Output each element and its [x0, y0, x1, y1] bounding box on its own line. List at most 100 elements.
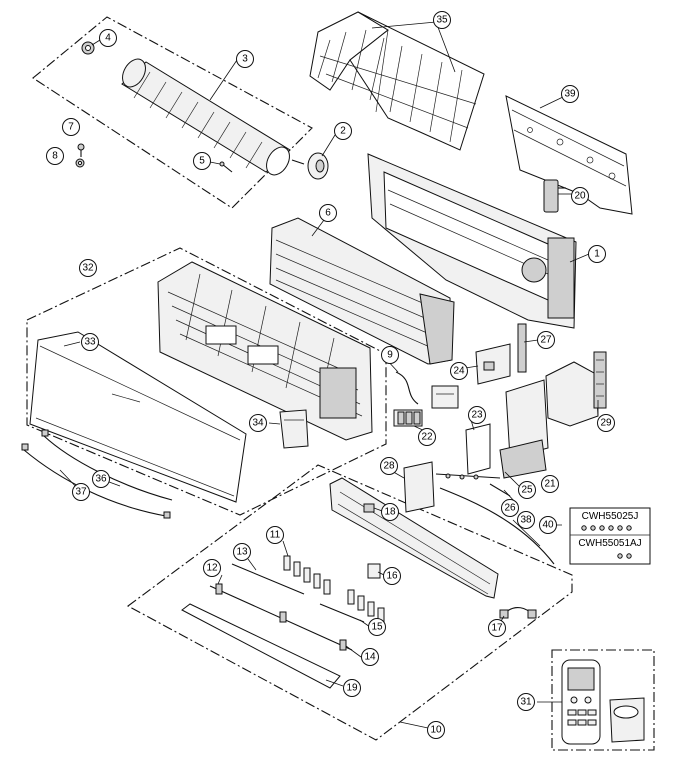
callout-23: 23 — [468, 406, 486, 424]
callout-20: 20 — [571, 187, 589, 205]
motor-lead — [499, 606, 537, 619]
svg-text:33: 33 — [84, 337, 96, 348]
callout-28: 28 — [380, 457, 398, 475]
accessory-code-b: CWH55051AJ — [578, 538, 641, 549]
svg-text:25: 25 — [521, 485, 533, 496]
screw-icons-row-b — [617, 553, 632, 559]
remote-holder — [609, 697, 645, 743]
svg-text:38: 38 — [520, 515, 532, 526]
svg-text:5: 5 — [199, 156, 205, 167]
svg-text:17: 17 — [491, 623, 503, 634]
callout-6: 6 — [319, 204, 337, 222]
svg-text:23: 23 — [471, 410, 483, 421]
group-outline-fan — [32, 16, 313, 209]
svg-text:21: 21 — [544, 479, 556, 490]
plate-terminal — [593, 351, 607, 409]
svg-text:34: 34 — [252, 418, 264, 429]
sensor-holder — [517, 323, 527, 373]
callout-34: 34 — [249, 414, 267, 432]
front-chassis-assembly — [157, 261, 373, 441]
callout-39: 39 — [561, 85, 579, 103]
heat-exchanger — [269, 217, 455, 365]
bracket-small — [431, 385, 459, 409]
callout-21: 21 — [541, 475, 559, 493]
callout-19: 19 — [343, 679, 361, 697]
callout-26: 26 — [501, 499, 519, 517]
mounting-plate — [403, 461, 435, 513]
svg-text:13: 13 — [236, 547, 248, 558]
callout-4: 4 — [99, 29, 117, 47]
remote-control — [561, 659, 601, 745]
callout-7: 7 — [62, 118, 80, 136]
callout-2: 2 — [334, 122, 352, 140]
group-outline-front-panel — [26, 247, 387, 516]
fan-motor — [291, 152, 329, 180]
callout-38: 38 — [517, 511, 535, 529]
svg-text:31: 31 — [520, 697, 532, 708]
vane-link-rod — [231, 563, 305, 595]
front-panel — [29, 331, 247, 503]
control-board — [499, 379, 549, 479]
control-board-cover — [465, 423, 491, 475]
svg-text:32: 32 — [82, 263, 94, 274]
svg-text:20: 20 — [574, 191, 586, 202]
main-chassis — [367, 153, 577, 329]
callout-31: 31 — [517, 693, 535, 711]
callout-5: 5 — [193, 152, 211, 170]
vane-shaft-assembly — [209, 583, 353, 651]
vertical-vane-group-b — [347, 589, 385, 623]
drain-hose — [439, 487, 555, 565]
svg-text:10: 10 — [430, 725, 442, 736]
svg-text:2: 2 — [340, 126, 346, 137]
callout-22: 22 — [418, 428, 436, 446]
callout-3: 3 — [236, 50, 254, 68]
callout-40: 40 — [539, 516, 557, 534]
svg-text:18: 18 — [384, 507, 396, 518]
callout-18: 18 — [381, 503, 399, 521]
callout-32: 32 — [79, 259, 97, 277]
svg-text:1: 1 — [594, 249, 600, 260]
callout-14: 14 — [361, 648, 379, 666]
callout-24: 24 — [450, 362, 468, 380]
svg-text:22: 22 — [421, 432, 433, 443]
svg-text:37: 37 — [75, 487, 87, 498]
group-outline-remote — [551, 649, 655, 751]
washer-nut — [75, 158, 85, 168]
svg-text:26: 26 — [504, 503, 516, 514]
terminal-cover — [279, 409, 309, 449]
callout-9: 9 — [381, 346, 399, 364]
horizontal-vane — [181, 603, 341, 689]
svg-text:40: 40 — [542, 520, 554, 531]
svg-text:6: 6 — [325, 208, 331, 219]
svg-text:9: 9 — [387, 350, 393, 361]
callout-17: 17 — [488, 619, 506, 637]
installation-plate — [505, 95, 633, 215]
svg-text:4: 4 — [105, 33, 111, 44]
svg-text:11: 11 — [270, 530, 281, 541]
cross-flow-fan — [121, 58, 291, 176]
svg-text:15: 15 — [371, 622, 383, 633]
control-box-cover — [545, 361, 599, 427]
svg-text:7: 7 — [68, 122, 74, 133]
svg-text:14: 14 — [364, 652, 376, 663]
svg-text:12: 12 — [206, 563, 218, 574]
screws-row — [435, 473, 501, 480]
svg-text:28: 28 — [383, 461, 395, 472]
svg-text:27: 27 — [540, 335, 552, 346]
small-screw — [77, 143, 85, 157]
sensor-clip — [489, 483, 511, 497]
callout-27: 27 — [537, 331, 555, 349]
callout-13: 13 — [233, 543, 251, 561]
terminal-board — [393, 409, 423, 427]
svg-text:36: 36 — [95, 474, 107, 485]
svg-text:3: 3 — [242, 54, 248, 65]
vane-link-rod-b — [319, 603, 365, 623]
air-filters — [309, 11, 485, 151]
receiver-board — [475, 343, 511, 385]
svg-text:24: 24 — [453, 366, 465, 377]
svg-text:8: 8 — [52, 151, 58, 162]
svg-text:16: 16 — [386, 571, 398, 582]
callout-36: 36 — [92, 470, 110, 488]
accessory-box: CWH55025J CWH55051AJ — [569, 507, 651, 565]
